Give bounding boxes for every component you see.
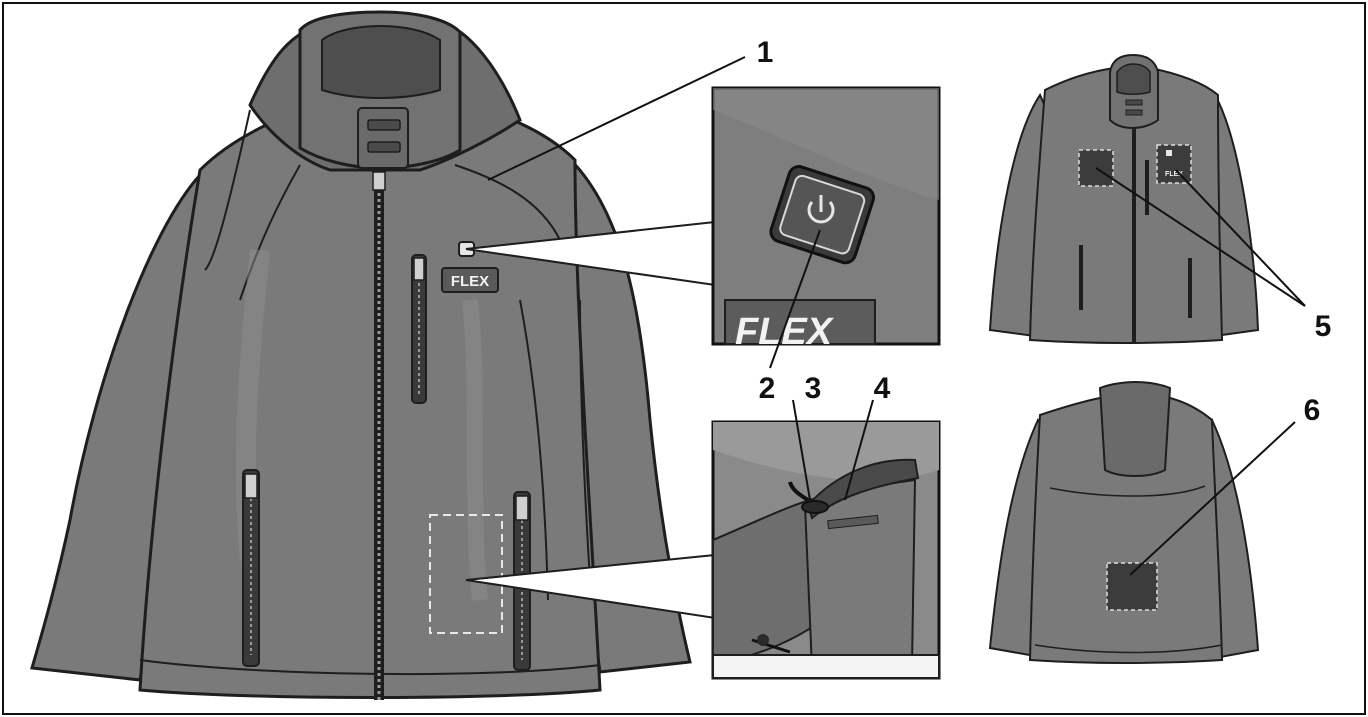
chest-heating-pad-right: [1156, 144, 1192, 184]
chest-pocket-zipper: [411, 254, 427, 404]
inset-power-button: FLEX: [711, 86, 941, 353]
collar-tab: [357, 107, 409, 169]
seam-right: [454, 164, 561, 241]
usb-plug-icon: [801, 500, 829, 514]
seam-sleeve: [579, 299, 591, 581]
leader-line-3: [792, 399, 811, 501]
collar-slot: [367, 141, 401, 153]
battery-pocket-outline: [429, 514, 503, 634]
inset-brand-label: FLEX: [735, 311, 835, 353]
small-jacket-front: FLEX: [988, 53, 1260, 344]
callout-3: 3: [805, 372, 822, 405]
callout-1: 1: [757, 36, 774, 69]
collar-inner: [321, 24, 441, 100]
seam-right-panel: [519, 299, 549, 601]
brand-badge: [441, 267, 499, 293]
brand-label: FLEX: [451, 273, 489, 290]
small-jacket-back: [988, 380, 1260, 664]
callout-5: 5: [1315, 310, 1332, 343]
highlight: [462, 299, 488, 601]
leader-line-2: [769, 229, 821, 369]
inset-battery-pocket: [711, 420, 941, 680]
power-button-large: [769, 165, 876, 265]
leader-line-5a: [1095, 167, 1306, 307]
leader-line-6: [1129, 421, 1296, 576]
zipper-icon: [372, 171, 386, 700]
chest-heating-pad-left: [1078, 149, 1114, 187]
left-pocket-zipper: [242, 469, 260, 667]
back-heating-pad: [1106, 562, 1158, 611]
small-power-button: [1166, 150, 1172, 156]
seam-left-inner: [239, 164, 301, 301]
leader-line-1: [487, 56, 746, 181]
leader-line-5b: [1175, 169, 1306, 307]
power-icon: [807, 195, 835, 224]
collar-slot: [367, 119, 401, 131]
small-brand-label: FLEX: [1165, 171, 1183, 178]
leader-line-4: [844, 399, 874, 501]
hem-line: [139, 659, 601, 676]
callout-4: 4: [874, 372, 891, 405]
callout-6: 6: [1304, 394, 1321, 427]
seam-left: [204, 109, 251, 271]
callout-2: 2: [759, 372, 776, 405]
